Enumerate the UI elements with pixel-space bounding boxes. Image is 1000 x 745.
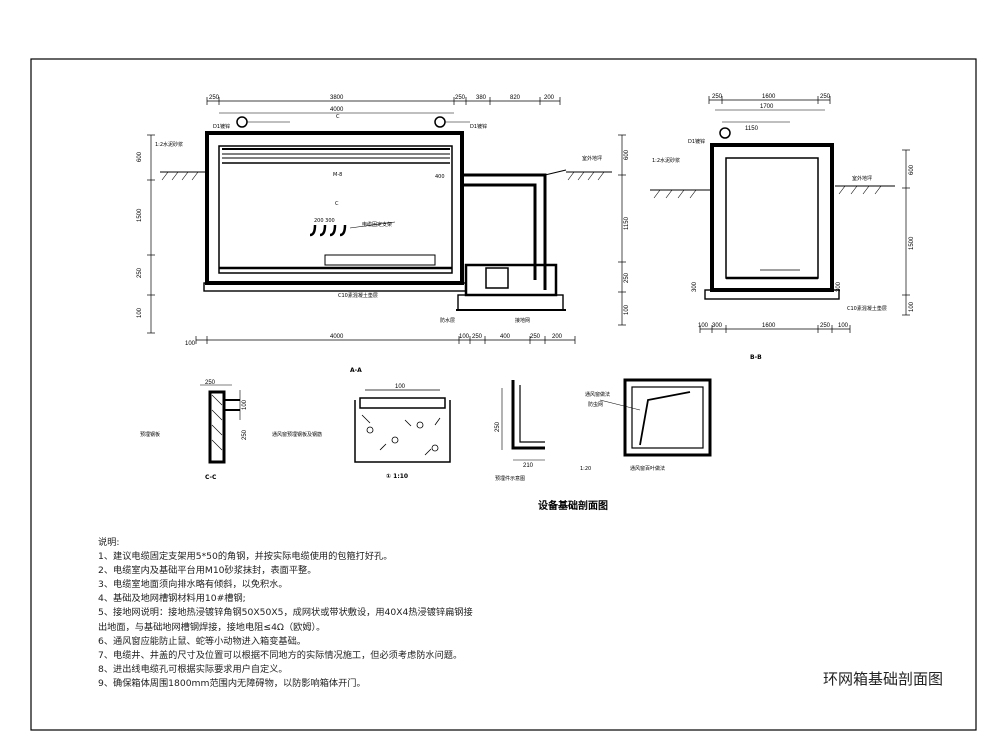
aa-bottom-dim-2: 4000	[330, 334, 344, 340]
aa-label-7: 400	[435, 174, 445, 180]
aa-left-dim-2: 1500	[137, 208, 143, 222]
aa-label-5: C	[336, 114, 340, 120]
aa-right-dim-1: 600	[624, 149, 630, 160]
d2-scale: 1:20	[580, 466, 591, 472]
aa-label-9: 电缆固定支架	[362, 221, 392, 228]
bb-top-dim-1: 250	[712, 94, 723, 100]
aa-top-dim-3: 250	[455, 95, 466, 101]
d1-caption: ① 1:10	[386, 473, 408, 480]
section-aa-text: 250 3800 250 380 820 200 4000 100 4000 1…	[137, 95, 630, 374]
aa-top-dim-5: 820	[510, 95, 521, 101]
d3-label-1: 通风窗做法	[585, 391, 610, 398]
bb-right-dim-2: 1500	[909, 236, 915, 250]
aa-label-12: 接地网	[515, 317, 530, 324]
d3-label-3: 通风窗百叶做法	[630, 465, 665, 472]
note-item: 6、通风窗应能防止鼠、蛇等小动物进入箱变基础。	[98, 635, 306, 647]
detail-cc-text: 250 100 250 预埋钢板 C-C	[140, 380, 248, 481]
sheet-border	[30, 58, 977, 731]
note-item: 7、电缆井、井盖的尺寸及位置可以根据不同地方的实际情况施工，但必须考虑防水问题。	[98, 649, 463, 661]
note-item: 出地面，与基础地网槽钢焊接，接地电阻≤4Ω（欧姆）。	[98, 621, 326, 633]
note-item: 3、电缆室地面须向排水略有倾斜，以免积水。	[98, 579, 288, 591]
aa-right-dim-4: 100	[624, 304, 630, 315]
cc-label: 预埋钢板	[140, 431, 160, 438]
bb-label-3: 室外地坪	[852, 175, 872, 182]
detail-1-text: 100 通风窗预埋钢板及钢筋 ① 1:10	[272, 384, 408, 480]
bb-sub-dim-2: 1150	[745, 126, 759, 132]
cc-caption: C-C	[205, 474, 217, 481]
detail-3	[599, 378, 712, 457]
drawing-main-title: 设备基础剖面图	[538, 499, 608, 512]
detail-2-text: 250 210 预埋件示意图 1:20	[495, 421, 591, 482]
bb-bottom-dim-3: 1600	[762, 323, 776, 329]
aa-bottom-dim-1: 100	[185, 341, 196, 347]
note-item: 4、基础及地网槽钢材料用10#槽钢;	[98, 593, 246, 605]
d2-label: 预埋件示意图	[495, 475, 525, 482]
d3-label-2: 防虫网	[588, 401, 603, 408]
aa-top-dim-6: 200	[544, 95, 555, 101]
aa-bottom-dim-4: 250	[472, 334, 483, 340]
aa-right-dim-2: 1150	[624, 216, 630, 230]
aa-bottom-dim-5: 400	[500, 334, 511, 340]
bb-top-dim-3: 250	[820, 94, 831, 100]
section-bb	[650, 96, 910, 333]
detail-2	[501, 380, 545, 461]
d1-dim: 100	[395, 384, 406, 390]
bb-bottom-dim-2: 300	[712, 323, 723, 329]
bb-label-4: C10素混凝土垫层	[847, 305, 887, 312]
d1-label: 通风窗预埋钢板及钢筋	[272, 431, 322, 438]
cc-dim-3: 250	[242, 429, 248, 440]
aa-label-6: M-8	[333, 172, 342, 178]
aa-label-13: 防水层	[440, 317, 455, 324]
bb-top-dim-2: 1600	[762, 94, 776, 100]
bb-right-dim-1: 600	[909, 164, 915, 175]
notes-block: 说明: 1、建议电缆固定支架用5*50的角钢，并按实际电缆使用的包箍打好孔。 2…	[98, 536, 658, 691]
note-item: 8、进出线电缆孔可根据实际要求用户自定义。	[98, 663, 288, 675]
detail-3-text: 通风窗做法 防虫网 通风窗百叶做法	[585, 391, 665, 472]
bb-label-1: D1镀锌	[688, 138, 705, 145]
sheet-title: 环网箱基础剖面图	[823, 670, 944, 688]
note-item: 5、接地网说明：接地热浸镀锌角钢50X50X5，成网状或带状敷设，用40X4热浸…	[98, 607, 473, 619]
detail-1	[354, 389, 451, 463]
bb-right-dim-3: 100	[909, 301, 915, 312]
aa-bottom-dim-6: 250	[530, 334, 541, 340]
note-item: 2、电缆室内及基础平台用M10砂浆抹封，表面平整。	[98, 565, 317, 577]
aa-label-2: D1镀锌	[470, 123, 487, 130]
bb-bottom-dim-4: 250	[820, 323, 831, 329]
aa-label-3: 1:2水泥砂浆	[155, 141, 183, 148]
notes-heading: 说明:	[98, 537, 120, 548]
aa-top-sub-dim: 4000	[330, 107, 344, 113]
aa-label-10: C10素混凝土垫层	[338, 292, 378, 299]
section-bb-text: 250 1600 250 1700 1150 100 300 1600 250 …	[652, 94, 915, 361]
aa-left-dim-4: 100	[137, 307, 143, 318]
aa-label-11: C	[335, 201, 339, 207]
note-item: 1、建议电缆固定支架用5*50的角钢，并按实际电缆使用的包箍打好孔。	[98, 551, 393, 563]
aa-label-8: 200 300	[314, 218, 335, 224]
aa-top-dim-1: 250	[209, 95, 220, 101]
d2-dim-h: 210	[523, 463, 534, 469]
cc-dim-1: 250	[205, 380, 216, 386]
bb-label-2: 1:2水泥砂浆	[652, 157, 680, 164]
aa-left-dim-1: 600	[137, 151, 143, 162]
aa-caption: A-A	[350, 367, 362, 374]
aa-label-1: D1镀锌	[213, 123, 230, 130]
aa-right-dim-3: 250	[624, 272, 630, 283]
aa-top-dim-2: 3800	[330, 95, 344, 101]
aa-bottom-dim-3: 100	[459, 334, 470, 340]
cc-dim-2: 100	[242, 399, 248, 410]
bb-left-dim-1: 300	[692, 281, 698, 292]
aa-top-dim-4: 380	[476, 95, 487, 101]
aa-bottom-dim-7: 200	[552, 334, 563, 340]
detail-cc	[200, 384, 241, 464]
aa-left-dim-3: 250	[137, 267, 143, 278]
bb-bottom-dim-1: 100	[698, 323, 709, 329]
d2-dim-v: 250	[495, 421, 501, 432]
bb-left-dim-2: 300	[836, 281, 842, 292]
note-item: 9、确保箱体周围1800mm范围内无障碍物，以防影响箱体开门。	[98, 677, 366, 689]
section-aa	[147, 97, 626, 344]
bb-bottom-dim-5: 100	[838, 323, 849, 329]
bb-caption: B-B	[750, 354, 762, 361]
bb-sub-dim-1: 1700	[760, 104, 774, 110]
aa-label-4: 室外地坪	[582, 155, 602, 162]
